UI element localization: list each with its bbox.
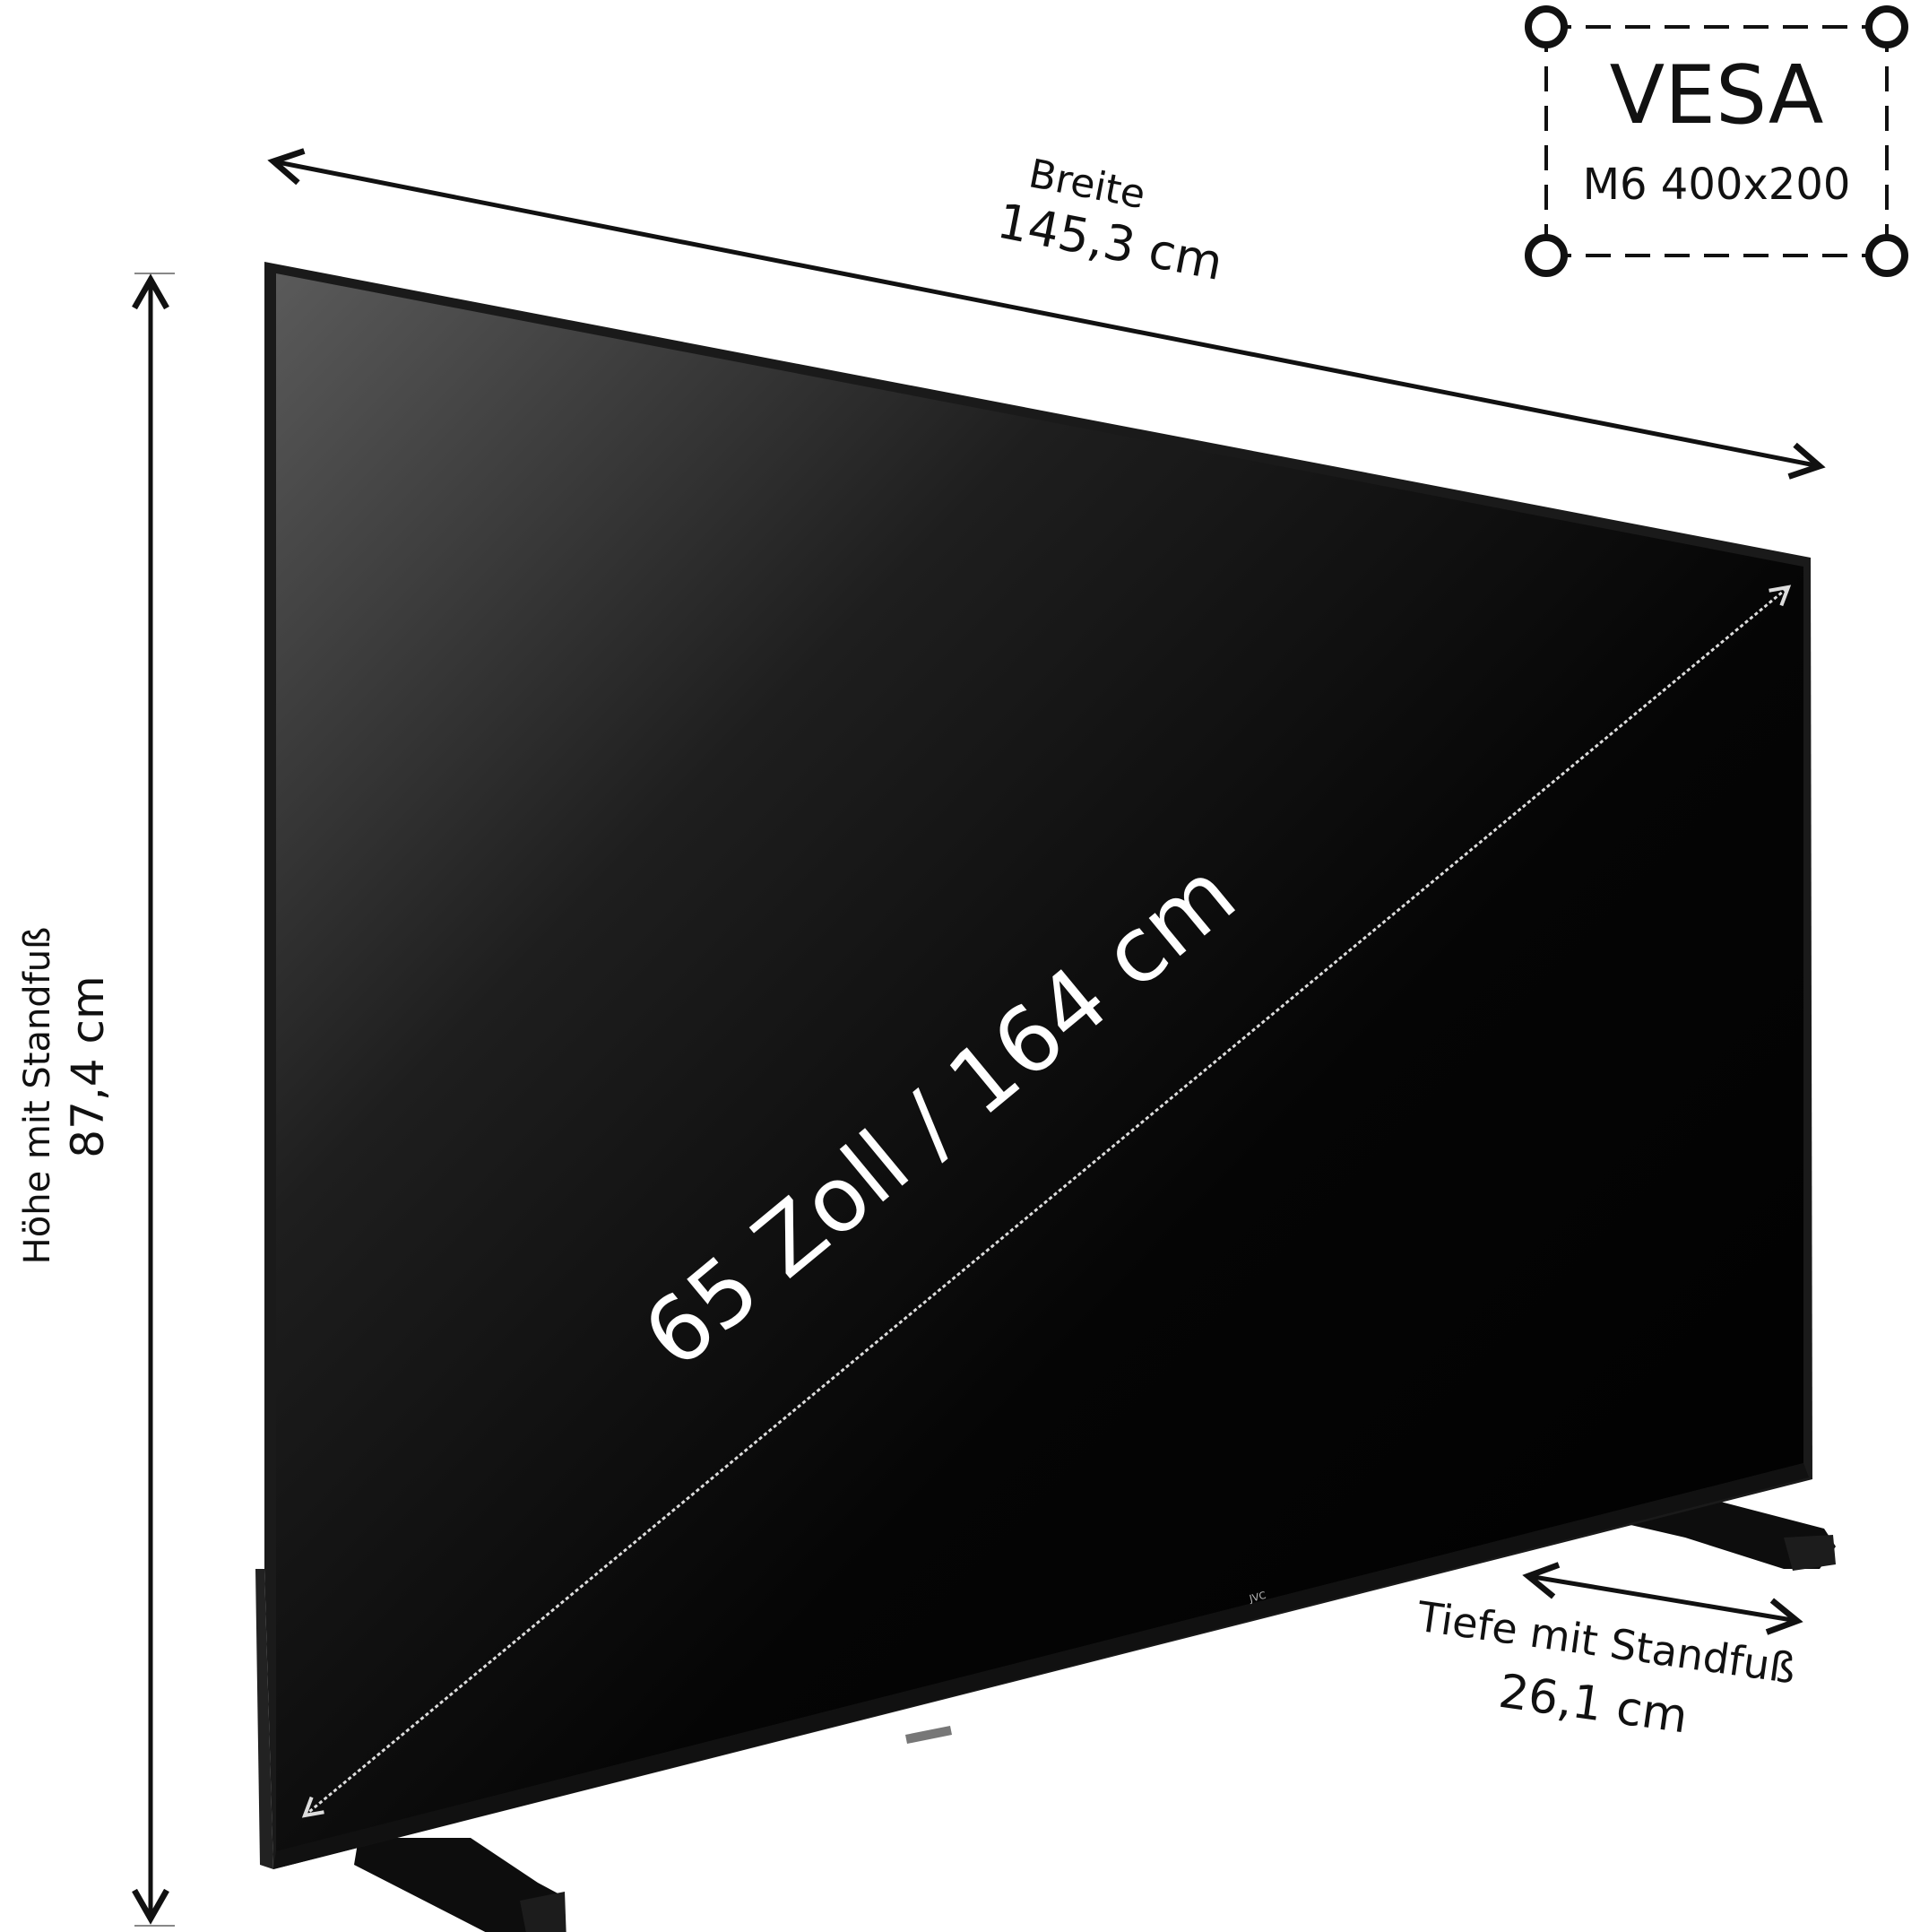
height-dimension <box>132 273 175 1927</box>
vesa-hole-icon <box>1865 5 1908 48</box>
vesa-hole-icon <box>1525 5 1568 48</box>
depth-value: 26,1 cm <box>1495 1665 1691 1745</box>
vesa-badge: VESA M6 400x200 <box>1525 5 1908 277</box>
vesa-spec: M6 400x200 <box>1583 160 1851 210</box>
vesa-title: VESA <box>1610 48 1824 143</box>
tv-stand-connector <box>905 1726 952 1744</box>
vesa-hole-icon <box>1865 234 1908 277</box>
vesa-hole-icon <box>1525 234 1568 277</box>
depth-arrow <box>1522 1562 1803 1635</box>
diagonal-arrow <box>301 585 1792 1818</box>
width-arrow <box>267 148 1826 480</box>
height-label: Höhe mit Standfuß <box>17 927 58 1265</box>
depth-label: Tiefe mit Standfuß <box>1414 1592 1799 1694</box>
height-value: 87,4 cm <box>62 975 114 1157</box>
tv-side-edge <box>255 1569 273 1869</box>
left-stand-foot <box>354 1838 566 1932</box>
